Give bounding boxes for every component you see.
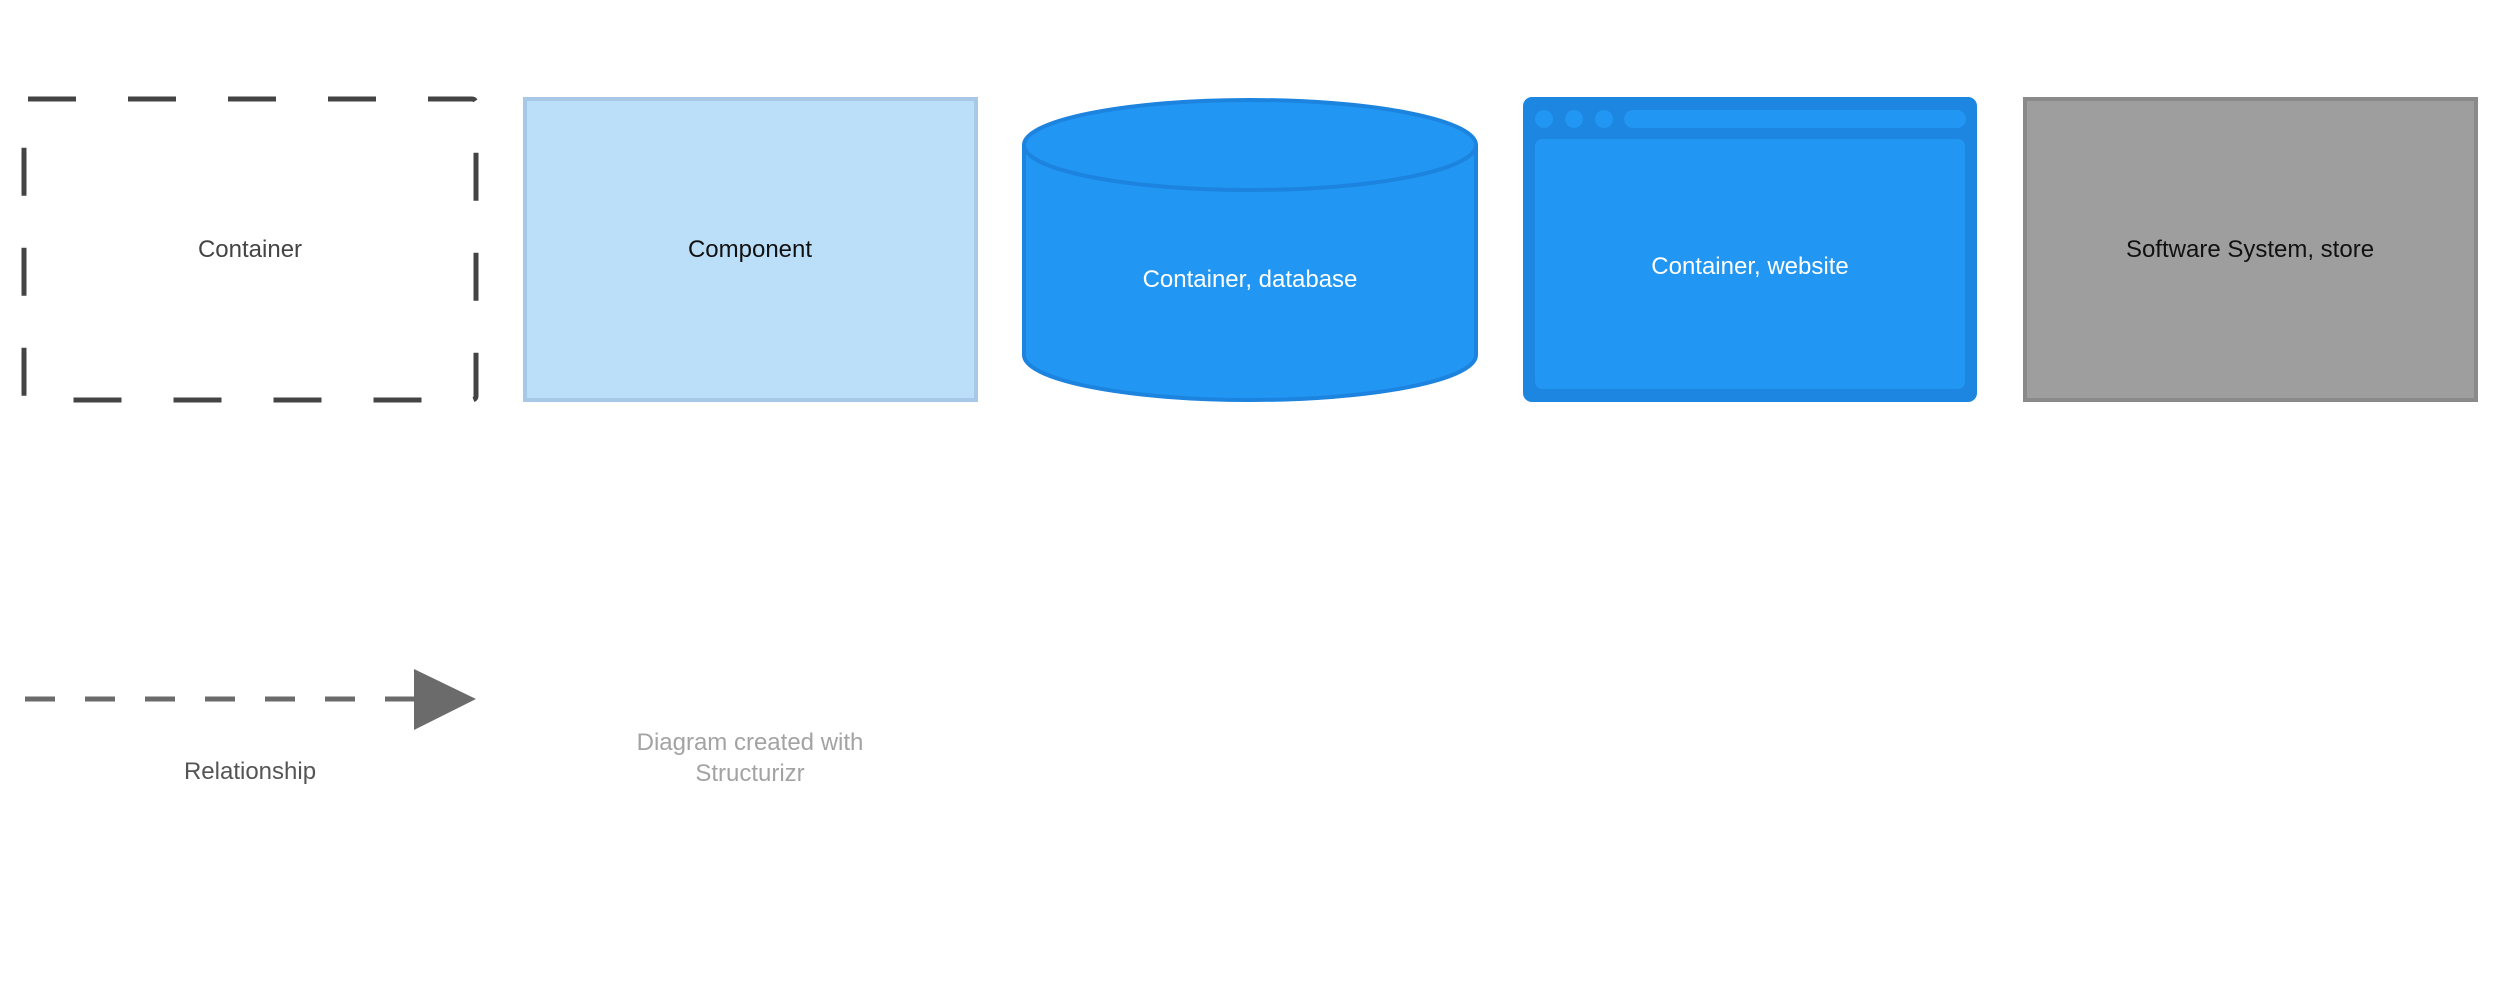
database-body [1022, 145, 1478, 402]
window-dot-3 [1595, 110, 1613, 128]
window-dot-2 [1565, 110, 1583, 128]
legend-component: Component [523, 97, 978, 402]
website-label: Container, website [1651, 253, 1848, 280]
legend-database: Container, database [1022, 98, 1478, 402]
component-shape [523, 97, 978, 402]
website-content [1535, 139, 1965, 389]
container-label: Container [198, 236, 302, 263]
component-label: Component [688, 236, 812, 263]
store-label: Software System, store [2126, 236, 2374, 263]
container-shape [21, 96, 479, 403]
database-top [1022, 98, 1478, 192]
legend-relationship: Relationship [25, 669, 476, 785]
arrowhead-icon [414, 669, 476, 730]
credit-line-1: Diagram created with [637, 729, 864, 756]
legend-website: Container, website [1523, 97, 1977, 402]
credit-line-2: Structurizr [695, 760, 804, 787]
legend-container: Container [21, 96, 479, 403]
diagram-credit: Diagram created with Structurizr [637, 729, 864, 787]
address-bar [1624, 110, 1966, 128]
legend-store: Software System, store [2023, 97, 2478, 402]
window-dot-1 [1535, 110, 1553, 128]
store-shape [2023, 97, 2478, 402]
relationship-label: Relationship [184, 758, 316, 785]
database-label: Container, database [1143, 266, 1358, 293]
